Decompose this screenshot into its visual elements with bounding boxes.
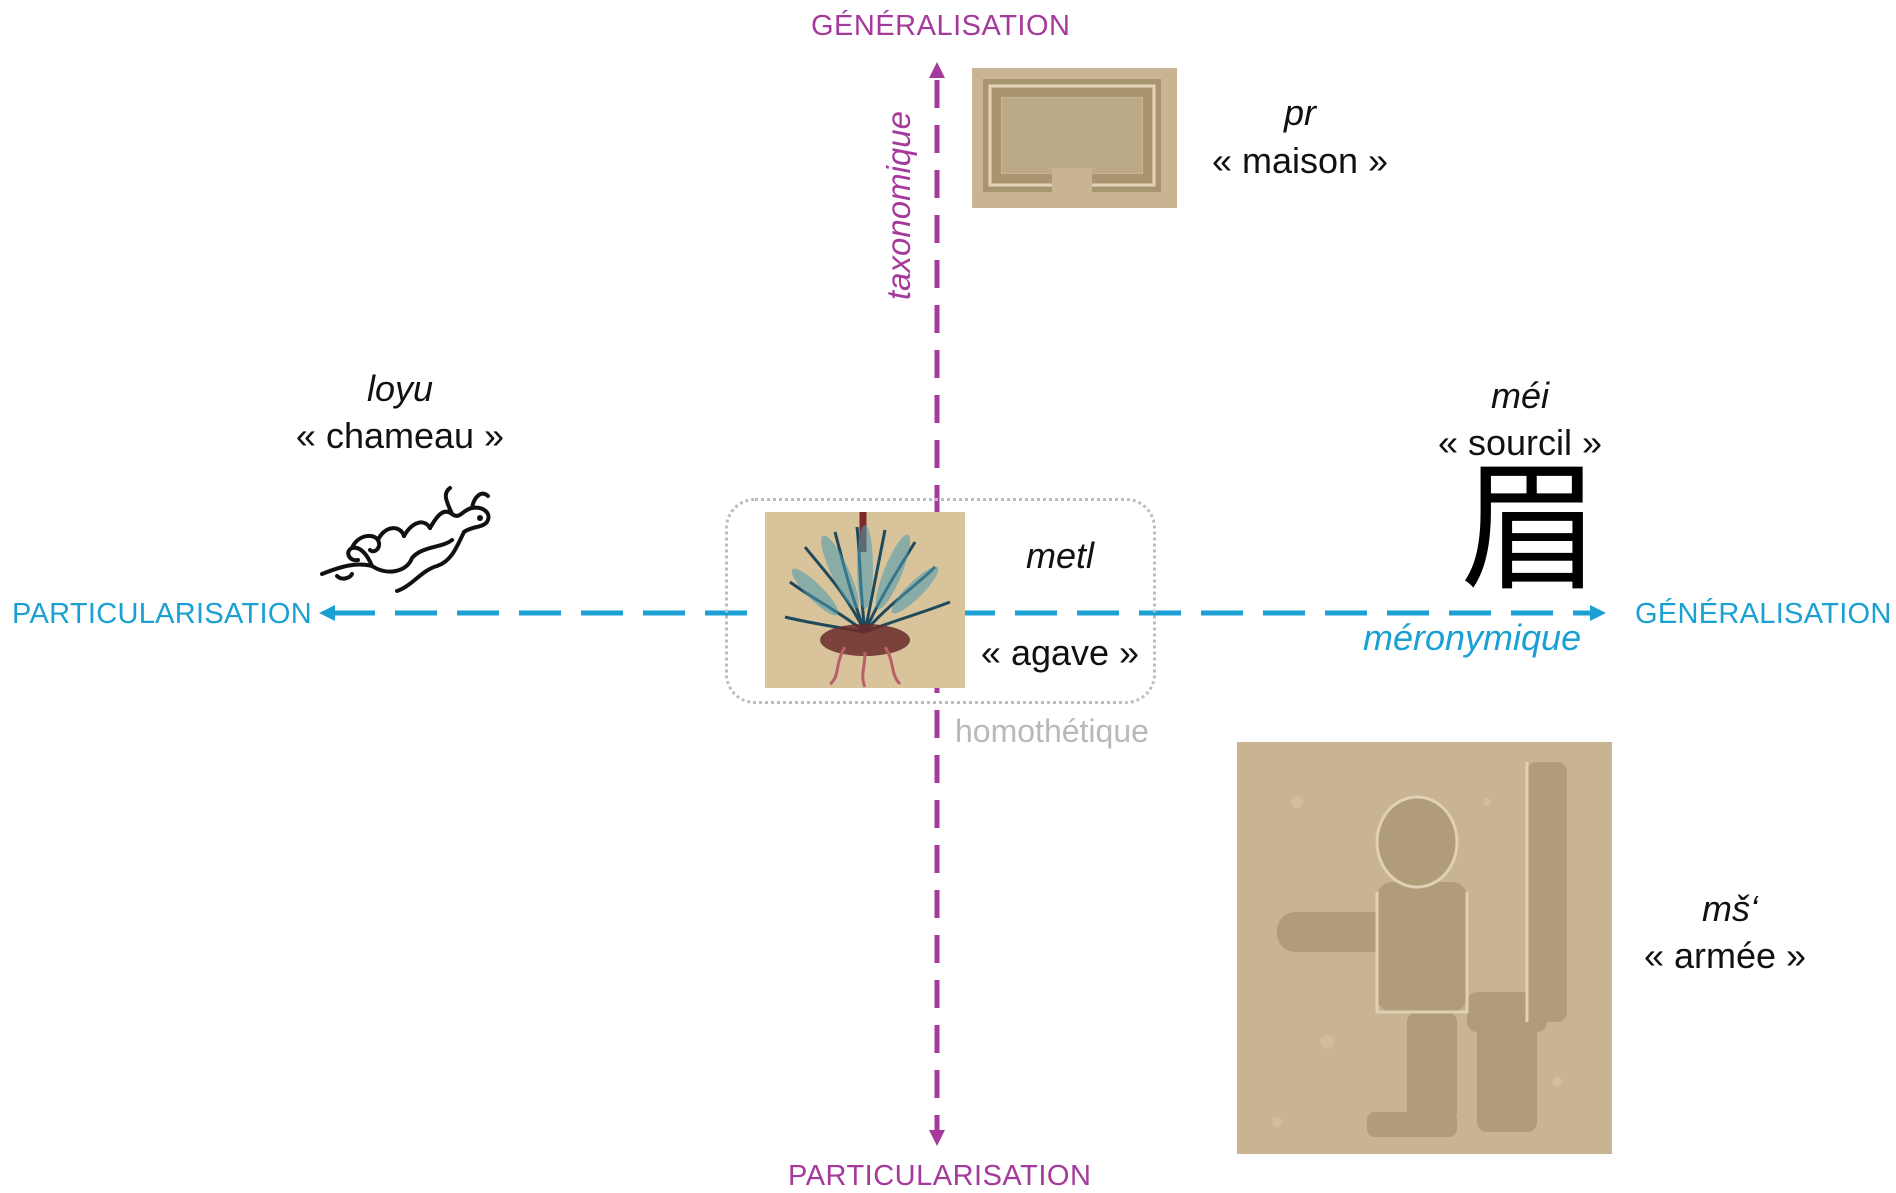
meronymic-axis-name: méronymique <box>1363 617 1581 659</box>
eyebrow-word: méi <box>1470 375 1570 417</box>
camel-gloss: « chameau » <box>285 415 515 457</box>
left-axis-label: PARTICULARISATION <box>12 598 312 631</box>
camel-glyph-icon <box>312 466 497 598</box>
army-hieroglyph-icon <box>1237 742 1612 1154</box>
bottom-axis-label: PARTICULARISATION <box>788 1160 1091 1193</box>
right-axis-label: GÉNÉRALISATION <box>1635 598 1892 631</box>
house-hieroglyph-icon <box>972 68 1177 208</box>
house-gloss: « maison » <box>1190 140 1410 182</box>
vertical-axis-arrow-up <box>929 62 945 78</box>
center-gloss: « agave » <box>975 632 1145 674</box>
army-word: mš‘ <box>1670 888 1790 930</box>
agave-glyph-icon <box>765 512 965 688</box>
eyebrow-character: 眉 <box>1460 460 1600 600</box>
taxonomic-axis-name: taxonomique <box>880 111 918 300</box>
homothetic-label: homothétique <box>955 713 1149 750</box>
center-word: metl <box>1010 535 1110 577</box>
army-gloss: « armée » <box>1620 935 1830 977</box>
horizontal-axis-arrow-left <box>319 605 335 621</box>
house-word: pr <box>1250 92 1350 134</box>
top-axis-label: GÉNÉRALISATION <box>811 10 1070 43</box>
camel-word: loyu <box>350 368 450 410</box>
vertical-axis-arrow-down <box>929 1130 945 1146</box>
